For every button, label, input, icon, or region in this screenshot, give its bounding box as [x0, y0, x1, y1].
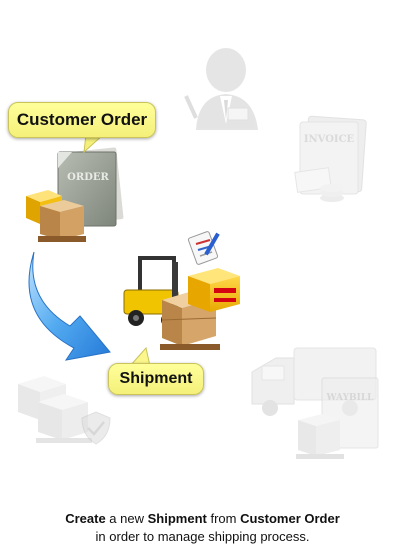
waybill-icon: WAYBILL — [296, 377, 379, 459]
order-boxes-icon — [26, 190, 86, 242]
waybill-label: WAYBILL — [326, 393, 375, 403]
person-icon — [184, 48, 258, 130]
shipment-callout: Shipment — [108, 363, 204, 395]
caption: Create a new Shipment from Customer Orde… — [0, 510, 405, 546]
caption-from: from — [206, 511, 241, 526]
invoice-icon: INVOICE — [294, 115, 367, 202]
stored-boxes-icon — [18, 376, 92, 443]
clipboard-icon — [187, 231, 220, 265]
customer-order-callout: Customer Order — [8, 102, 156, 138]
caption-shipment: Shipment — [147, 511, 207, 526]
invoice-label: INVOICE — [304, 134, 355, 145]
illustration: INVOICE ORDER — [18, 48, 379, 459]
caption-customer-order: Customer Order — [240, 511, 340, 526]
order-label: ORDER — [67, 172, 109, 183]
dhl-box-icon — [188, 268, 240, 312]
caption-create: Create — [65, 511, 106, 526]
flow-arrow — [28, 251, 111, 361]
caption-line-2: in order to manage shipping process. — [95, 529, 310, 544]
caption-a-new: a new — [105, 511, 148, 526]
caption-line-1: Create a new Shipment from Customer Orde… — [0, 510, 405, 528]
shield-check-icon — [81, 411, 111, 445]
